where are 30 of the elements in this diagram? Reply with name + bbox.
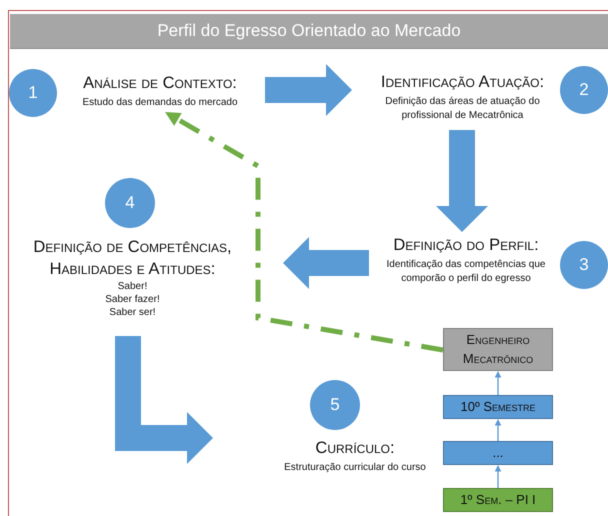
step-description: Identificação das competências que comporão o perfil do egresso: [386, 258, 546, 286]
stage-box: 1º Sem. – PI I: [443, 488, 553, 512]
title-bar: Perfil do Egresso Orientado ao Mercado: [10, 14, 608, 49]
stage-box: Engenheiro Mecatrônico: [443, 328, 553, 371]
step-description: Saber fazer!: [105, 292, 160, 306]
step-heading: Definição do Perfil:: [393, 234, 539, 256]
step-heading: Currículo:: [315, 438, 395, 459]
step-description: Saber ser!: [109, 306, 156, 319]
arrow: [165, 112, 444, 352]
number-circle: 4: [105, 178, 155, 228]
step-heading: Análise de Contexto:: [83, 72, 237, 94]
stage-box: ...: [443, 441, 553, 465]
arrow: [494, 419, 502, 441]
step-heading: Definição de Competências, Habilidades e Atitudes:: [32, 237, 233, 280]
stage-box: 10º Semestre: [443, 395, 553, 419]
number-circle: 5: [310, 380, 360, 430]
step-description: Saber!: [118, 280, 148, 293]
number-circle: 1: [9, 69, 57, 117]
block-arrow: [283, 237, 369, 289]
step-description: Estudo das demandas do mercado: [82, 96, 238, 110]
step-description: Definição das áreas de atuação do profissional de Mecatrônica: [384, 95, 541, 122]
step-description: Estruturação curricular do curso: [284, 460, 426, 474]
arrow: [494, 465, 502, 488]
number-circle: 2: [560, 66, 608, 114]
number-circle: 3: [560, 241, 608, 289]
arrow: [494, 371, 502, 395]
block-arrow: [265, 64, 352, 116]
block-arrow: [436, 130, 488, 232]
step-heading: Identificação Atuação:: [380, 72, 544, 93]
block-arrow: [115, 336, 213, 464]
